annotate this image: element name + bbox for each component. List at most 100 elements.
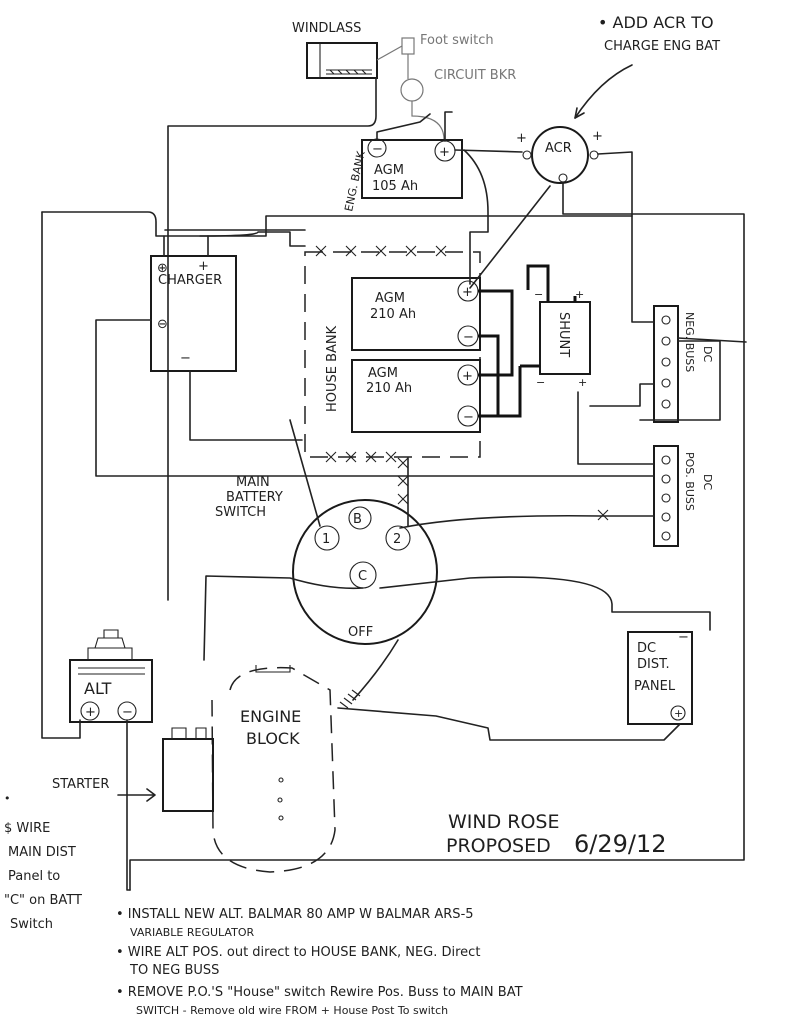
starter-label: STARTER bbox=[52, 777, 109, 792]
svg-text:−: − bbox=[463, 330, 474, 345]
svg-text:−: − bbox=[534, 288, 543, 301]
dc-neg-buss: DC NEG. BUSS bbox=[653, 305, 714, 423]
engine-block: ENGINE BLOCK bbox=[211, 665, 336, 873]
dc-panel-label-1: DC bbox=[637, 641, 656, 656]
svg-text:−: − bbox=[122, 705, 133, 720]
house-bank: HOUSE BANK + − AGM 210 Ah + − AGM 210 Ah bbox=[304, 245, 522, 463]
alt-body bbox=[69, 659, 153, 723]
dc-panel-label-3: PANEL bbox=[634, 679, 676, 694]
windlass-group: WINDLASS Foot switch CIRCUIT BKR bbox=[167, 21, 516, 601]
side-note-line2: MAIN DIST bbox=[8, 845, 76, 860]
foot-switch-symbol bbox=[401, 37, 415, 55]
switch-position-1: 1 bbox=[322, 532, 330, 547]
svg-text:+: + bbox=[516, 131, 527, 146]
charger-label: CHARGER bbox=[158, 273, 222, 288]
svg-text:+: + bbox=[674, 707, 683, 720]
install-notes: • INSTALL NEW ALT. BALMAR 80 AMP W BALMA… bbox=[116, 907, 523, 1017]
side-note-line4: "C" on BATT bbox=[4, 893, 82, 908]
title-date: 6/29/12 bbox=[574, 830, 667, 858]
wiring bbox=[41, 111, 747, 891]
charger: ⊕ + CHARGER ⊖ − bbox=[150, 255, 237, 372]
svg-text:+: + bbox=[85, 705, 96, 720]
note-line-5: • REMOVE P.O.'S "House" switch Rewire Po… bbox=[116, 985, 523, 1000]
engine-label-1: ENGINE bbox=[240, 707, 301, 726]
house-battery-1-label-1: AGM bbox=[375, 291, 405, 306]
engine-label-2: BLOCK bbox=[246, 729, 300, 748]
acr-note-line1: • ADD ACR TO bbox=[598, 13, 714, 32]
title-line1: WIND ROSE bbox=[448, 811, 560, 833]
side-note: • $ WIRE MAIN DIST Panel to "C" on BATT … bbox=[4, 792, 82, 932]
foot-switch-label: Foot switch bbox=[420, 33, 494, 48]
shunt-body bbox=[539, 301, 591, 375]
switch-label-2: BATTERY bbox=[226, 490, 283, 505]
house-battery-1 bbox=[351, 277, 481, 351]
neg-buss-label-1: DC bbox=[701, 346, 714, 362]
acr-label: ACR bbox=[545, 141, 572, 156]
windlass-motor bbox=[306, 42, 378, 79]
starter-body bbox=[162, 738, 214, 812]
svg-text:−: − bbox=[463, 410, 474, 425]
svg-text:+: + bbox=[578, 376, 587, 389]
house-battery-2 bbox=[351, 359, 481, 433]
shunt: SHUNT − + − + bbox=[520, 264, 591, 389]
circuit-breaker-label: CIRCUIT BKR bbox=[434, 68, 516, 83]
house-battery-2-label-1: AGM bbox=[368, 366, 398, 381]
house-bank-label: HOUSE BANK bbox=[325, 325, 340, 412]
pos-buss-label-2: POS. BUSS bbox=[683, 452, 696, 511]
title-block: WIND ROSE PROPOSED 6/29/12 bbox=[446, 811, 667, 858]
engine-battery bbox=[361, 139, 463, 199]
neg-buss-label-2: NEG. BUSS bbox=[683, 312, 696, 372]
acr-unit: ACR + + bbox=[516, 126, 603, 184]
engine-bank: − + AGM 105 Ah ENG. BANK bbox=[342, 138, 463, 213]
starter: STARTER bbox=[52, 727, 214, 812]
pos-buss-bar bbox=[653, 445, 679, 547]
shunt-label: SHUNT bbox=[556, 312, 571, 357]
house-battery-2-label-2: 210 Ah bbox=[366, 381, 412, 396]
svg-text:+: + bbox=[575, 288, 584, 301]
svg-text:+: + bbox=[462, 285, 473, 300]
engine-battery-label-2: 105 Ah bbox=[372, 179, 418, 194]
side-note-line3: Panel to bbox=[8, 869, 60, 884]
note-line-1: • INSTALL NEW ALT. BALMAR 80 AMP W BALMA… bbox=[116, 907, 474, 922]
svg-text:−: − bbox=[536, 376, 545, 389]
engine-battery-label-1: AGM bbox=[374, 163, 404, 178]
svg-text:−: − bbox=[678, 630, 689, 645]
dc-pos-buss: DC POS. BUSS bbox=[653, 445, 714, 547]
dc-panel-box bbox=[627, 631, 693, 725]
charger-box bbox=[150, 255, 237, 372]
house-bank-outline bbox=[304, 251, 481, 458]
switch-label-3: SWITCH bbox=[215, 505, 266, 520]
note-line-4: TO NEG BUSS bbox=[129, 963, 219, 978]
switch-label-1: MAIN bbox=[236, 475, 270, 490]
main-battery-switch: 1 B 2 C OFF MAIN BATTERY SWITCH bbox=[215, 475, 438, 645]
svg-text:+: + bbox=[439, 145, 450, 160]
dc-panel-label-2: DIST. bbox=[637, 657, 670, 672]
switch-body bbox=[292, 499, 438, 645]
side-note-line5: Switch bbox=[10, 917, 53, 932]
dc-dist-panel: DC DIST. PANEL + − bbox=[627, 630, 693, 725]
switch-off-label: OFF bbox=[348, 625, 373, 640]
alt-label: ALT bbox=[84, 679, 112, 698]
svg-text:−: − bbox=[180, 351, 191, 366]
windlass-label: WINDLASS bbox=[292, 21, 361, 36]
note-line-3: • WIRE ALT POS. out direct to HOUSE BANK… bbox=[116, 945, 480, 960]
note-line-6: SWITCH - Remove old wire FROM + House Po… bbox=[136, 1004, 448, 1017]
acr-note-line2: CHARGE ENG BAT bbox=[604, 39, 720, 54]
note-line-2: VARIABLE REGULATOR bbox=[130, 926, 254, 939]
title-line2: PROPOSED bbox=[446, 835, 551, 857]
acr-note: • ADD ACR TO CHARGE ENG BAT bbox=[574, 13, 720, 119]
circuit-breaker-symbol bbox=[400, 78, 424, 102]
house-battery-1-label-2: 210 Ah bbox=[370, 307, 416, 322]
svg-text:−: − bbox=[372, 142, 383, 157]
svg-text:⊖: ⊖ bbox=[157, 317, 168, 332]
svg-text:⊕: ⊕ bbox=[157, 261, 168, 276]
switch-position-2: 2 bbox=[393, 532, 401, 547]
eng-bank-label: ENG. BANK bbox=[342, 149, 368, 212]
svg-text:+: + bbox=[462, 369, 473, 384]
pos-buss-label-1: DC bbox=[701, 474, 714, 490]
acr-body bbox=[531, 126, 589, 184]
side-note-line1: $ WIRE bbox=[4, 821, 50, 836]
switch-position-c: C bbox=[358, 569, 367, 584]
alternator: ALT + − bbox=[69, 629, 153, 723]
